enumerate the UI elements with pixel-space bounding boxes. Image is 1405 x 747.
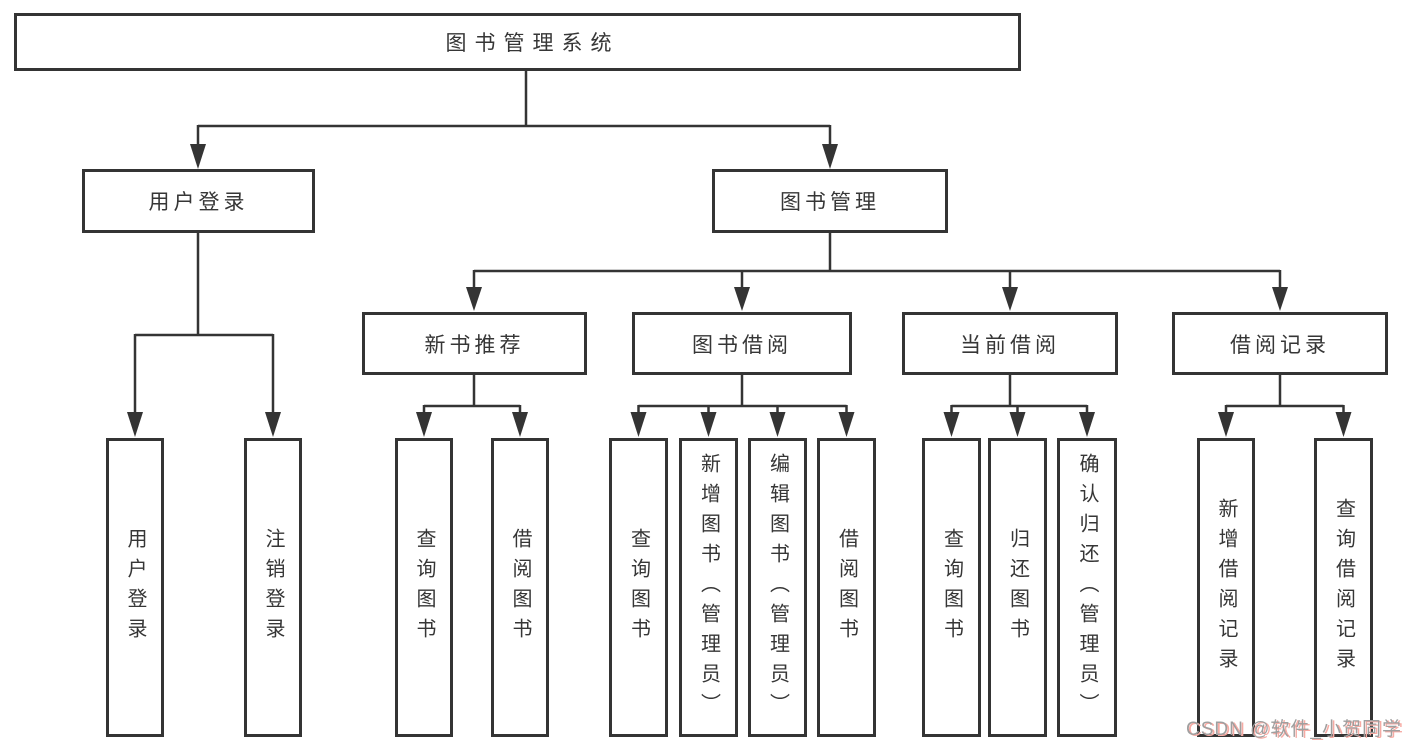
leaf-confirm-return-admin: 确认归还（管理员） — [1057, 438, 1117, 737]
leaf-add-borrow-record: 新增借阅记录 — [1197, 438, 1255, 737]
leaf-return-book: 归还图书 — [988, 438, 1047, 737]
leaf-query-book-borrow: 查询图书 — [609, 438, 668, 737]
node-user-login: 用户登录 — [82, 169, 315, 233]
leaf-query-borrow-record: 查询借阅记录 — [1314, 438, 1373, 737]
leaf-query-book-current: 查询图书 — [922, 438, 981, 737]
node-book-management: 图书管理 — [712, 169, 948, 233]
leaf-borrow-book-rec: 借阅图书 — [491, 438, 549, 737]
leaf-add-book-admin: 新增图书（管理员） — [679, 438, 738, 737]
leaf-borrow-book: 借阅图书 — [817, 438, 876, 737]
connector-stems — [133, 71, 1345, 413]
leaf-query-book-rec: 查询图书 — [395, 438, 453, 737]
leaf-edit-book-admin: 编辑图书（管理员） — [748, 438, 807, 737]
node-root-system: 图书管理系统 — [14, 13, 1021, 71]
leaf-user-login: 用户登录 — [106, 438, 164, 737]
arrowhead-icons — [127, 144, 1352, 437]
leaf-logout: 注销登录 — [244, 438, 302, 737]
node-current-borrow: 当前借阅 — [902, 312, 1118, 375]
node-new-book-recommend: 新书推荐 — [362, 312, 587, 375]
node-book-borrow: 图书借阅 — [632, 312, 852, 375]
csdn-watermark: CSDN @软件_小贺同学 — [1186, 719, 1402, 740]
node-borrow-records: 借阅记录 — [1172, 312, 1388, 375]
